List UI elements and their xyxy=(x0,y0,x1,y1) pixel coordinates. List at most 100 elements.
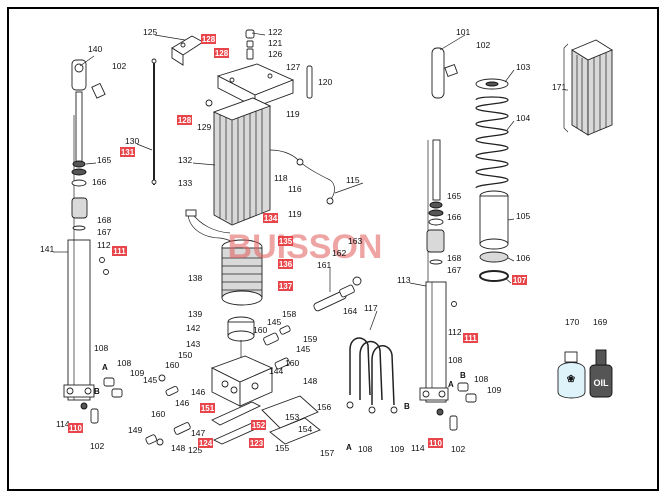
part-label: 130 xyxy=(125,136,139,146)
part-label: 112 xyxy=(448,327,462,337)
watermark: BUISSON xyxy=(228,228,383,266)
part-label: 142 xyxy=(186,323,200,333)
part-label: 114 xyxy=(411,443,425,453)
fittings xyxy=(145,325,291,446)
part-label: 159 xyxy=(303,334,317,344)
part-label: 157 xyxy=(320,448,334,458)
right-cylinder-assembly xyxy=(419,47,477,431)
part-label: 162 xyxy=(332,248,346,258)
part-label: 163 xyxy=(348,236,362,246)
tag-box xyxy=(428,438,443,448)
finned-motor xyxy=(212,97,335,226)
highlighted-part-tag: 110 xyxy=(68,423,83,433)
tag-box xyxy=(512,275,527,285)
highlighted-part-tag: 110 xyxy=(428,438,443,448)
part-label: 125 xyxy=(143,27,157,37)
svg-text:OIL: OIL xyxy=(594,378,610,388)
part-label: 108 xyxy=(117,358,131,368)
part-label: 166 xyxy=(92,177,106,187)
highlighted-part-tag: 151 xyxy=(200,403,215,413)
part-label: 145 xyxy=(296,344,310,354)
part-label: 105 xyxy=(516,211,530,221)
part-label: 113 xyxy=(397,275,411,285)
highlighted-part-tag: 135 xyxy=(278,236,293,246)
tie-rod xyxy=(151,58,157,185)
part-label: 148 xyxy=(303,376,317,386)
part-label: 144 xyxy=(269,366,283,376)
part-label: 138 xyxy=(188,273,202,283)
part-label: 121 xyxy=(268,38,282,48)
part-label: 114 xyxy=(56,419,70,429)
tag-box xyxy=(463,333,478,343)
highlighted-part-tag: 128 xyxy=(201,34,216,44)
part-label: 126 xyxy=(268,49,282,59)
part-label: 145 xyxy=(267,317,281,327)
part-label: 148 xyxy=(171,443,185,453)
part-label: 119 xyxy=(286,109,300,119)
tag-label: 137 xyxy=(279,282,293,291)
part-label: 139 xyxy=(188,309,202,319)
hydraulic-hoses xyxy=(346,337,398,414)
reservoir-block xyxy=(205,29,313,108)
tag-box xyxy=(263,213,278,223)
tag-label: 152 xyxy=(252,421,266,430)
connection-marker: A xyxy=(102,363,108,372)
tag-label: 128 xyxy=(178,116,192,125)
highlighted-part-tag: 134 xyxy=(263,213,278,223)
tag-label: 124 xyxy=(199,439,213,448)
tag-label: 107 xyxy=(513,276,527,285)
part-label: 168 xyxy=(97,215,111,225)
highlighted-part-tag: 123 xyxy=(249,438,264,448)
part-label: 153 xyxy=(285,412,299,422)
tag-box xyxy=(278,281,293,291)
part-label: 122 xyxy=(268,27,282,37)
part-label: 160 xyxy=(151,409,165,419)
part-label: 150 xyxy=(178,350,192,360)
oil-bottle-icon: OIL xyxy=(589,349,613,398)
part-label: 161 xyxy=(317,260,331,270)
part-label: 108 xyxy=(358,444,372,454)
part-label: 165 xyxy=(447,191,461,201)
part-label: 109 xyxy=(130,368,144,378)
tag-box xyxy=(112,246,127,256)
connection-marker: A xyxy=(346,443,352,452)
part-label: 160 xyxy=(253,325,267,335)
tag-label: 110 xyxy=(429,439,442,448)
part-label: 116 xyxy=(288,184,302,194)
part-label: 127 xyxy=(286,62,300,72)
part-label: 165 xyxy=(97,155,111,165)
part-label: 160 xyxy=(165,360,179,370)
highlighted-part-tag: 107 xyxy=(512,275,527,285)
part-label: 170 xyxy=(565,317,579,327)
part-label: 158 xyxy=(282,309,296,319)
tag-box xyxy=(214,48,229,58)
part-label: 167 xyxy=(97,227,111,237)
tag-box xyxy=(200,403,215,413)
part-label: 171 xyxy=(552,82,566,92)
part-label: 147 xyxy=(191,428,205,438)
leader-lines xyxy=(53,32,568,331)
tag-box xyxy=(278,259,293,269)
part-label: 164 xyxy=(343,306,357,316)
part-label: 166 xyxy=(447,212,461,222)
tag-box xyxy=(68,423,83,433)
part-label: 129 xyxy=(197,122,211,132)
part-label: 160 xyxy=(285,358,299,368)
part-label: 108 xyxy=(474,374,488,384)
part-label: 112 xyxy=(97,240,111,250)
part-label: 133 xyxy=(178,178,192,188)
highlighted-part-tag: 131 xyxy=(120,147,135,157)
part-label: 168 xyxy=(447,253,461,263)
tag-label: 128 xyxy=(202,35,216,44)
part-label: 169 xyxy=(593,317,607,327)
grease-icon: ❀ xyxy=(557,351,586,399)
part-label: 146 xyxy=(175,398,189,408)
part-label: 106 xyxy=(516,253,530,263)
tag-box xyxy=(251,420,266,430)
part-label: 115 xyxy=(346,175,360,185)
highlighted-part-tag: 111 xyxy=(112,246,127,256)
part-label: 101 xyxy=(456,27,470,37)
part-label: 167 xyxy=(447,265,461,275)
